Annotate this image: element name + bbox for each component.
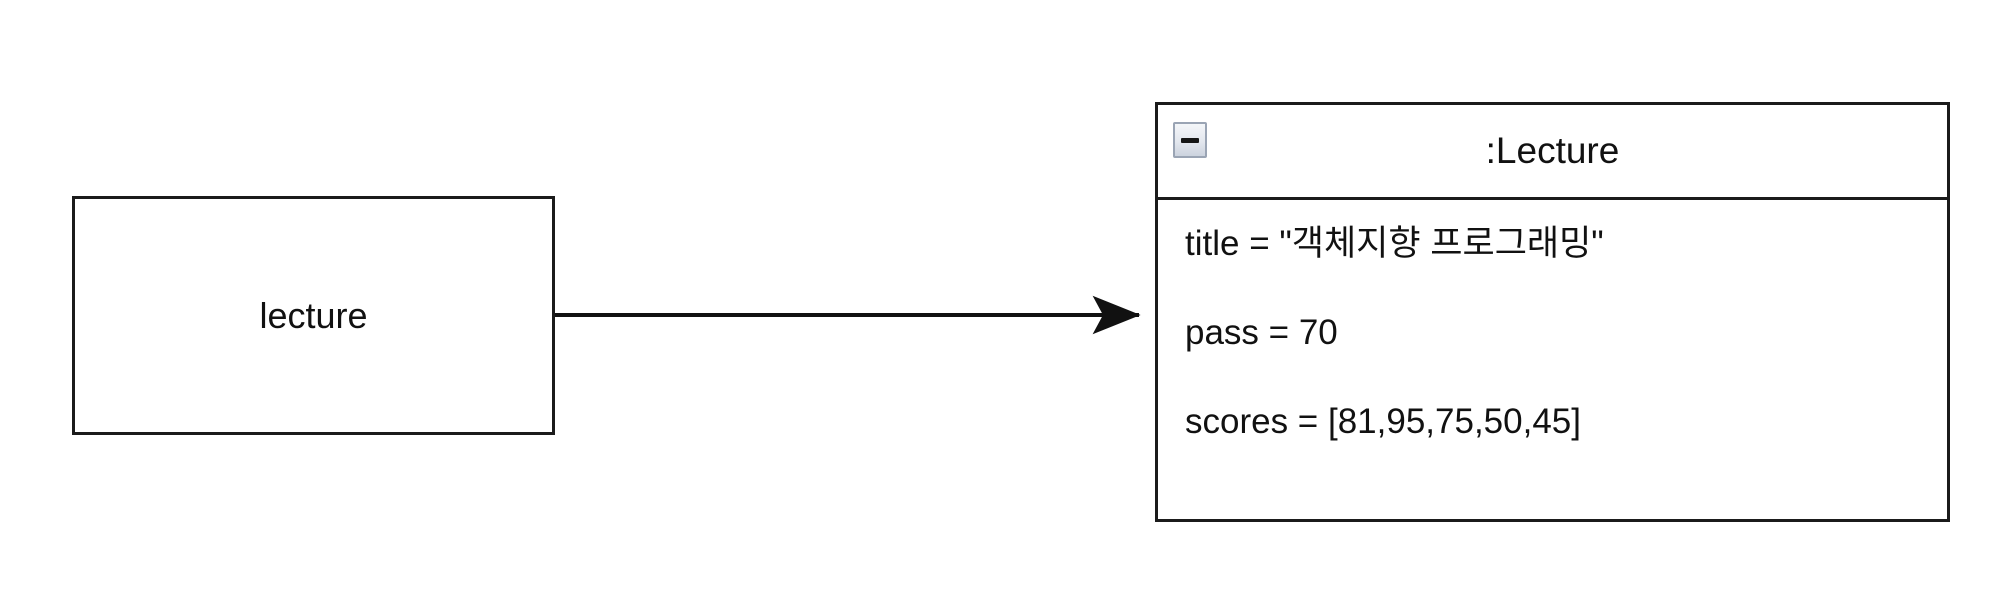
attribute-row: pass = 70 (1185, 313, 1338, 352)
object-box-title: :Lecture (1485, 130, 1620, 171)
attribute-row: title = "객체지향 프로그래밍" (1185, 224, 1604, 263)
minus-icon-bar (1181, 137, 1199, 143)
attribute-row: scores = [81,95,75,50,45] (1185, 402, 1581, 441)
object-attributes-compartment: title = "객체지향 프로그래밍" pass = 70 scores = … (1158, 200, 1947, 519)
object-box-header: :Lecture (1158, 105, 1947, 200)
reference-box-label: lecture (259, 294, 368, 336)
minus-icon[interactable] (1173, 122, 1207, 158)
association-arrow[interactable] (553, 285, 1163, 347)
reference-box-lecture[interactable]: lecture (72, 196, 555, 435)
object-box-lecture[interactable]: :Lecture title = "객체지향 프로그래밍" pass = 70 … (1155, 102, 1950, 522)
